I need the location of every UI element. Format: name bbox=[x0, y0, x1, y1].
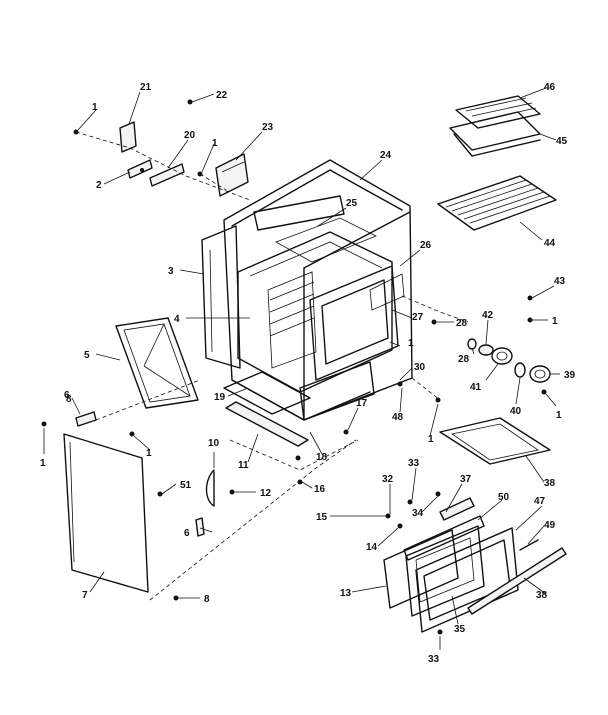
label-46: 46 bbox=[544, 82, 556, 93]
broiler-pan-part-45 bbox=[449, 111, 541, 157]
label-1: 1 bbox=[408, 338, 414, 349]
label-42: 42 bbox=[482, 310, 494, 321]
door-frame-part-47 bbox=[415, 527, 519, 633]
label-4: 4 bbox=[174, 314, 180, 325]
label-6: 6 bbox=[184, 528, 190, 539]
label-19: 19 bbox=[214, 392, 226, 403]
handle-part-10-and-6 bbox=[195, 469, 215, 537]
kick-rail-part-11 bbox=[225, 401, 309, 447]
oven-interior-racks bbox=[267, 271, 317, 369]
label-7: 7 bbox=[82, 590, 88, 601]
label-3: 3 bbox=[168, 266, 174, 277]
label-22: 22 bbox=[216, 90, 228, 101]
bottom-channel-part-18 bbox=[299, 361, 375, 421]
label-34: 34 bbox=[412, 508, 424, 519]
door-glass-part-35 bbox=[405, 525, 485, 617]
door-liner-part-50 bbox=[403, 515, 485, 561]
side-panel-part-7 bbox=[63, 433, 149, 593]
label-8: 8 bbox=[204, 594, 210, 605]
label-leaders bbox=[43, 87, 560, 650]
clip-part-6-top bbox=[75, 411, 97, 427]
bracket-part-20 bbox=[149, 139, 189, 187]
door-panel-part-13 bbox=[383, 529, 459, 609]
top-duct-part-25 bbox=[253, 195, 377, 263]
label-13: 13 bbox=[340, 588, 352, 599]
label-30: 30 bbox=[414, 362, 426, 373]
label-48: 48 bbox=[392, 412, 404, 423]
bracket-part-21 bbox=[119, 91, 141, 153]
label-2: 2 bbox=[96, 180, 102, 191]
label-1: 1 bbox=[428, 434, 434, 445]
side-panel-part-3 bbox=[201, 225, 241, 369]
label-37: 37 bbox=[460, 474, 472, 485]
knob-part-42 bbox=[467, 338, 494, 356]
label-28: 28 bbox=[458, 354, 470, 365]
label-1: 1 bbox=[212, 138, 218, 149]
label-21: 21 bbox=[140, 82, 152, 93]
bezel-part-41 bbox=[491, 347, 513, 365]
label-33: 33 bbox=[408, 458, 420, 469]
label-40: 40 bbox=[510, 406, 522, 417]
gasket-part-49 bbox=[519, 539, 539, 551]
label-1: 1 bbox=[552, 316, 558, 327]
label-1: 1 bbox=[556, 410, 562, 421]
drawer-pan-part-38 bbox=[439, 417, 551, 465]
label-45: 45 bbox=[556, 136, 568, 147]
label-51: 51 bbox=[180, 480, 192, 491]
label-1: 1 bbox=[40, 458, 46, 469]
label-16: 16 bbox=[314, 484, 326, 495]
label-24: 24 bbox=[380, 150, 392, 161]
label-27: 27 bbox=[412, 312, 424, 323]
label-25: 25 bbox=[346, 198, 358, 209]
label-47: 47 bbox=[534, 496, 546, 507]
label-20: 20 bbox=[184, 130, 196, 141]
label-10: 10 bbox=[208, 438, 220, 449]
heat-shield-part-23 bbox=[215, 131, 263, 197]
label-43: 43 bbox=[554, 276, 566, 287]
label-35: 35 bbox=[454, 624, 466, 635]
label-14: 14 bbox=[366, 542, 378, 553]
door-trim-part-37 bbox=[439, 497, 475, 521]
label-15: 15 bbox=[316, 512, 328, 523]
label-39: 39 bbox=[564, 370, 576, 381]
oven-liner-part-4 bbox=[186, 231, 393, 393]
label-26: 26 bbox=[420, 240, 432, 251]
oven-front-frame-part-1 bbox=[309, 265, 399, 381]
label-33: 33 bbox=[428, 654, 440, 665]
thermostat-ring-part-39 bbox=[529, 365, 551, 383]
label-38: 38 bbox=[536, 590, 548, 601]
label-12: 12 bbox=[260, 488, 272, 499]
label-17: 17 bbox=[356, 398, 368, 409]
bracket-part-2 bbox=[127, 159, 153, 179]
label-1: 1 bbox=[146, 448, 152, 459]
label-5: 5 bbox=[84, 350, 90, 361]
label-32: 32 bbox=[382, 474, 394, 485]
callout-labels: 1 1 1 1 1 1 1 1 2 3 4 5 6 6 7 8 8 10 11 … bbox=[40, 82, 576, 665]
vent-grille-part-26 bbox=[369, 249, 421, 311]
label-28: 28 bbox=[456, 318, 468, 329]
label-1: 1 bbox=[92, 102, 98, 113]
label-6: 6 bbox=[64, 390, 70, 401]
back-panel-part-5 bbox=[115, 317, 199, 409]
label-38: 38 bbox=[544, 478, 556, 489]
label-49: 49 bbox=[544, 520, 556, 531]
door-strip-part-38-bottom bbox=[467, 547, 567, 615]
label-41: 41 bbox=[470, 382, 482, 393]
oven-rack-part-44 bbox=[437, 175, 557, 231]
label-44: 44 bbox=[544, 238, 556, 249]
label-18: 18 bbox=[316, 452, 328, 463]
label-11: 11 bbox=[238, 460, 249, 471]
ring-part-40 bbox=[514, 362, 526, 378]
label-23: 23 bbox=[262, 122, 274, 133]
label-50: 50 bbox=[498, 492, 510, 503]
label-8: 8 bbox=[66, 394, 72, 405]
fasteners bbox=[41, 99, 547, 635]
